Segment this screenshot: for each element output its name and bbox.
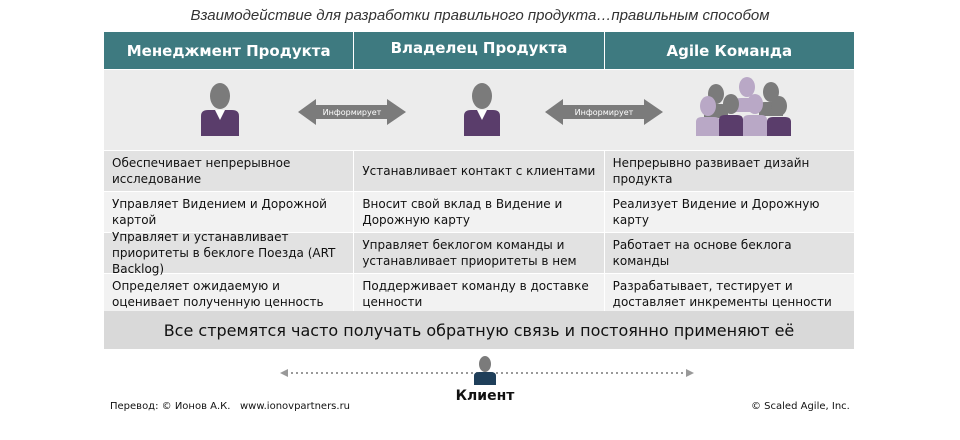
table-row: Управляет и устанавливает приоритеты в б…	[104, 230, 854, 276]
table-row: Определяет ожидаемую и оценивает получен…	[104, 273, 854, 314]
table-cell: Устанавливает контакт с клиентами	[354, 151, 605, 191]
table-row: Управляет Видением и Дорожной картой Вно…	[104, 191, 854, 232]
table-cell: Управляет беклогом команды и устанавлива…	[354, 233, 605, 273]
double-arrow-icon: Информирует	[545, 99, 663, 125]
table-cell: Реализует Видение и Дорожную карту	[612, 197, 820, 227]
column-header-row: Менеджмент Продукта Владелец Продукта Ag…	[104, 32, 854, 69]
feedback-banner: Все стремятся часто получать обратную св…	[104, 311, 854, 349]
table-cell: Непрерывно развивает дизайн продукта	[612, 156, 810, 186]
responsibilities-table: Обеспечивает непрерывное исследование Ус…	[104, 150, 854, 314]
arrow-label-left: Информирует	[323, 108, 382, 117]
client-label: Клиент	[455, 388, 515, 404]
footer-website[interactable]: www.ionovpartners.ru	[240, 401, 351, 412]
table-cell: Определяет ожидаемую и оценивает получен…	[104, 274, 355, 314]
arrow-label-right: Информирует	[575, 108, 634, 117]
header-product-owner: Владелец Продукта	[354, 32, 605, 69]
table-cell: Вносит свой вклад в Видение и Дорожную к…	[354, 192, 605, 232]
double-arrow-icon: Информирует	[298, 99, 406, 125]
table-cell: Поддерживает команду в доставке ценности	[354, 274, 605, 314]
header-agile-team: Agile Команда	[604, 32, 854, 69]
header-product-management: Менеджмент Продукта	[104, 32, 355, 69]
table-cell: Обеспечивает непрерывное исследование	[104, 151, 355, 191]
table-cell: Разрабатывает, тестирует и доставляет ин…	[612, 279, 832, 309]
table-cell: Управляет Видением и Дорожной картой	[104, 192, 355, 232]
table-row: Обеспечивает непрерывное исследование Ус…	[104, 150, 854, 191]
footer-translation: Перевод: © Ионов А.К.	[110, 401, 231, 412]
footer-copyright: © Scaled Agile, Inc.	[751, 401, 850, 412]
client-person-icon	[474, 356, 496, 385]
client-connector	[280, 356, 694, 385]
person-icon	[201, 83, 239, 136]
roles-illustration: Информирует Информирует	[201, 77, 791, 136]
roles-panel: Информирует Информирует	[104, 70, 854, 150]
person-icon	[464, 83, 500, 136]
table-cell: Управляет и устанавливает приоритеты в б…	[104, 230, 355, 276]
page-title: Взаимодействие для разработки правильног…	[190, 7, 770, 24]
team-icon	[696, 77, 791, 136]
table-cell: Работает на основе беклога команды	[612, 238, 792, 268]
